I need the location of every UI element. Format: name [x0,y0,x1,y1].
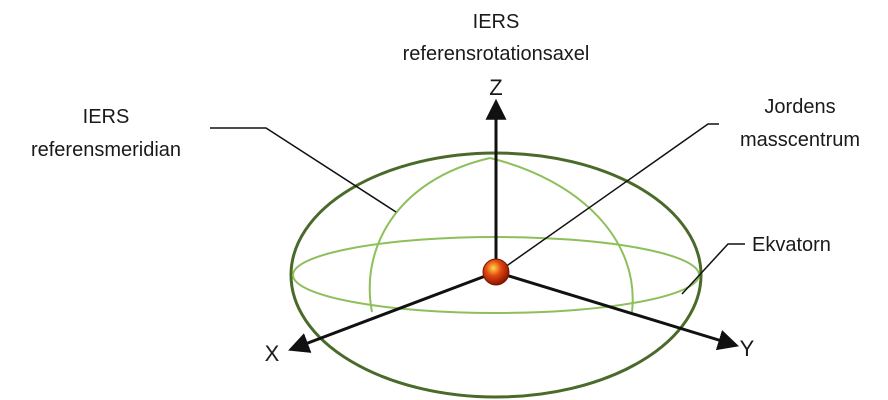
rotation-axis-label-line1: IERS [473,11,520,33]
earth-mass-center-sphere [482,258,510,286]
y-axis [495,270,740,351]
meridian-arc-right [489,157,634,313]
mass-center-leader-line [497,123,719,273]
z-axis-label: Z [489,75,502,100]
equator-leader-line [681,243,745,295]
meridian-leader-line [210,127,397,213]
x-axis-label: X [265,341,280,366]
x-axis [288,270,497,353]
meridian-label-line1: IERS [83,106,130,128]
equator-label: Ekvatorn [752,234,831,256]
mass-center-label-line1: Jordens [764,96,835,118]
y-axis-label: Y [740,336,755,361]
meridian-label-line2: referensmeridian [31,139,181,161]
meridian-arc-left [368,157,491,313]
rotation-axis-label-line2: referensrotationsaxel [403,43,590,65]
mass-center-label-line2: masscentrum [740,129,860,151]
